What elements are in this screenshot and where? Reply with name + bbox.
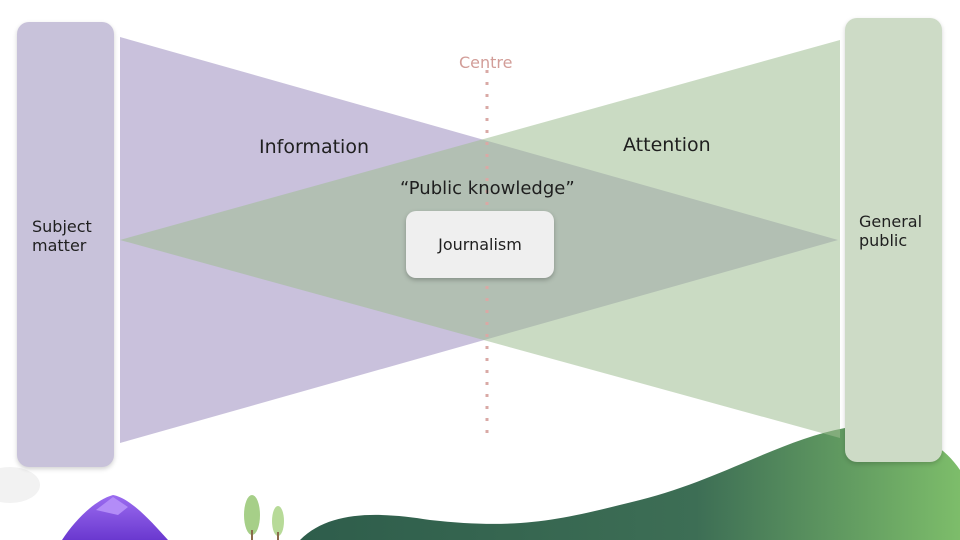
- public-knowledge-label: “Public knowledge”: [400, 178, 575, 199]
- journalism-box: Journalism: [406, 211, 554, 278]
- journalism-label: Journalism: [438, 235, 522, 254]
- attention-label: Attention: [623, 134, 711, 156]
- information-label: Information: [259, 136, 369, 158]
- centre-label: Centre: [459, 53, 513, 72]
- subject-matter-label: Subject matter: [32, 217, 92, 255]
- general-public-label: General public: [859, 212, 922, 250]
- ground-shadow: [0, 467, 40, 503]
- tree-illustration: [244, 495, 284, 540]
